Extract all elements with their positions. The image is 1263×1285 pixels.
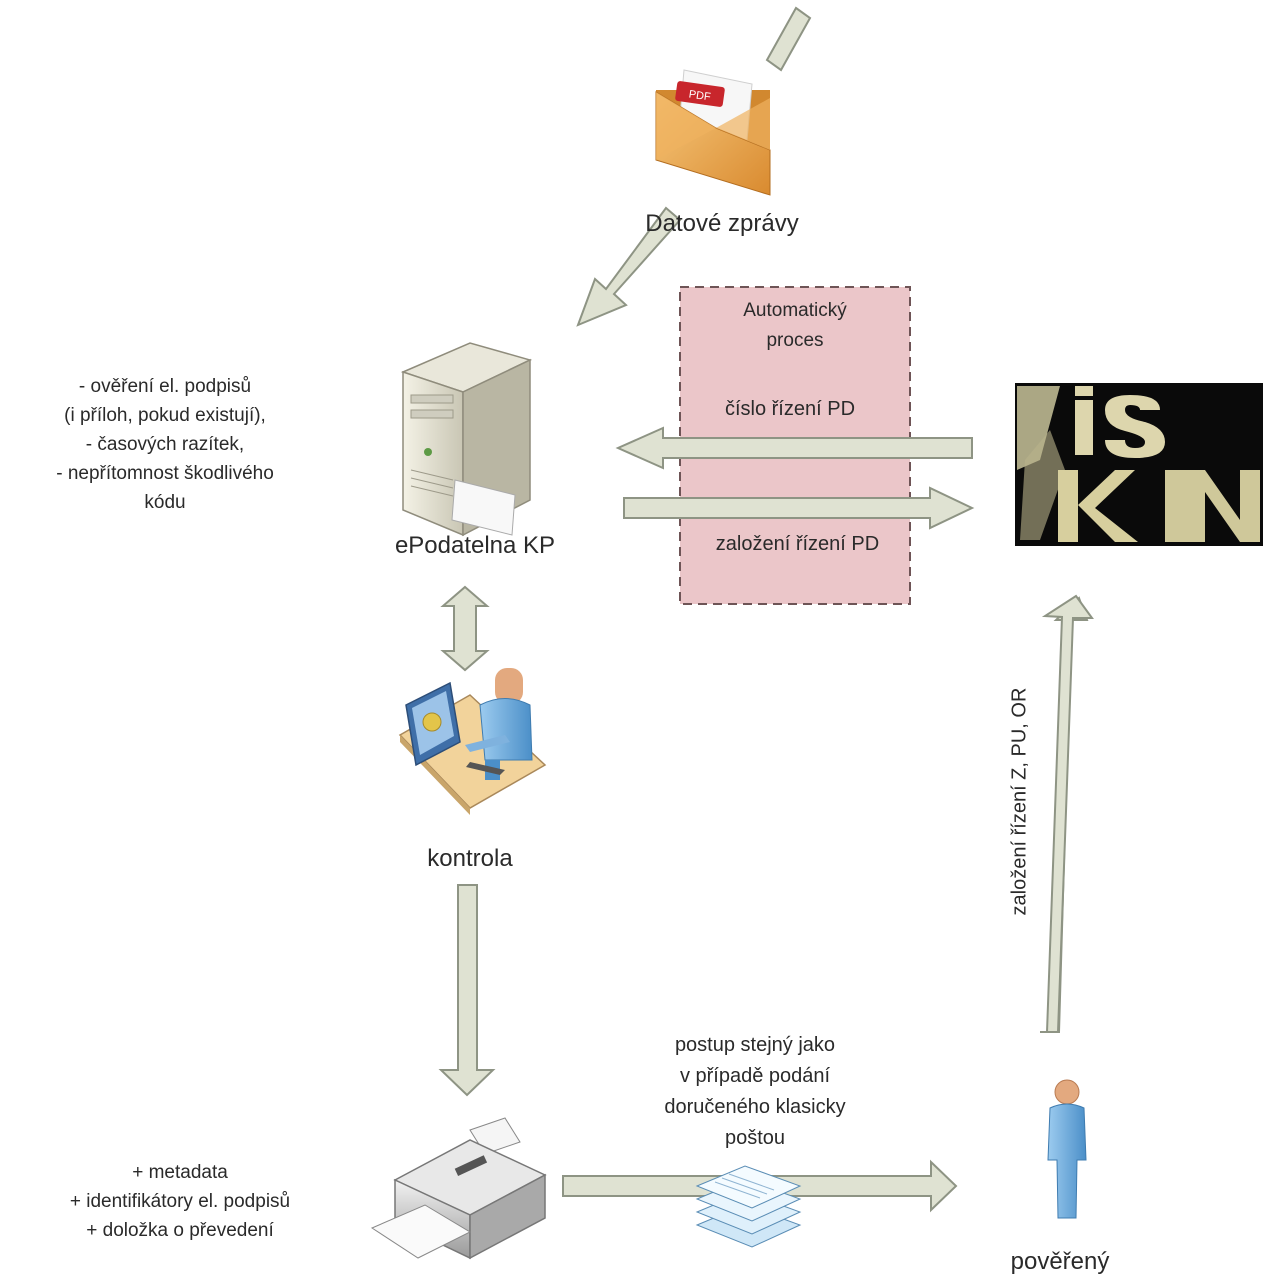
postup-line-1: postup stejný jako xyxy=(674,1034,836,1056)
overeni-line-3: - časových razítek, xyxy=(85,434,245,455)
iskn-logo-icon xyxy=(1015,383,1263,546)
label-zalozeni-rizeni-z: založení řízení Z, PU, OR xyxy=(1008,687,1031,916)
printer-icon xyxy=(370,1117,547,1260)
zalozeni-rizeni-arrow xyxy=(623,486,975,530)
label-cislo-rizeni: číslo řízení PD xyxy=(724,398,856,420)
server-kontrola-double-arrow xyxy=(440,585,490,672)
person-iskn-arrow-body xyxy=(1040,594,1094,1033)
label-kontrola: kontrola xyxy=(427,845,513,872)
workstation-user-icon xyxy=(398,668,547,815)
postup-line-4: poštou xyxy=(724,1127,786,1149)
label-povereny: pověřený xyxy=(1010,1248,1110,1275)
metadata-notes: + metadata + identifikátory el. podpisů … xyxy=(0,1158,360,1245)
svg-text:PDF: PDF xyxy=(688,89,712,104)
label-datove-zpravy: Datové zprávy xyxy=(645,210,799,237)
overeni-line-4: - nepřítomnost škodlivého xyxy=(56,463,274,484)
metadata-line-3: + doložka o převedení xyxy=(86,1220,274,1241)
kontrola-printer-arrow xyxy=(438,884,496,1097)
envelope-pdf-icon: PDF xyxy=(655,69,771,196)
overeni-line-5: kódu xyxy=(144,492,186,513)
overeni-line-2: (i příloh, pokud existují), xyxy=(64,405,266,426)
automatic-process-line-1: Automatický xyxy=(743,300,847,321)
label-epodatelna: ePodatelna KP xyxy=(394,532,556,559)
postup-notes: postup stejný jako v případě podání doru… xyxy=(600,1030,910,1154)
incoming-top-arrow xyxy=(765,6,812,72)
automatic-process-line-2: proces xyxy=(766,330,824,351)
cislo-rizeni-arrow xyxy=(615,426,973,470)
overeni-notes: - ověření el. podpisů (i příloh, pokud e… xyxy=(0,372,330,517)
documents-icon xyxy=(695,1165,802,1248)
person-icon xyxy=(1047,1079,1087,1219)
overeni-line-1: - ověření el. podpisů xyxy=(78,376,252,397)
automatic-process-label: Automatický proces xyxy=(680,296,910,356)
metadata-line-2: + identifikátory el. podpisů xyxy=(69,1191,291,1212)
postup-line-2: v případě podání xyxy=(679,1065,831,1087)
postup-line-3: doručeného klasicky xyxy=(664,1096,846,1118)
label-zalozeni-rizeni-pd: založení řízení PD xyxy=(715,533,880,555)
metadata-line-1: + metadata xyxy=(132,1162,228,1183)
server-icon xyxy=(400,342,533,537)
to-epodatelna-arrow xyxy=(576,206,682,327)
